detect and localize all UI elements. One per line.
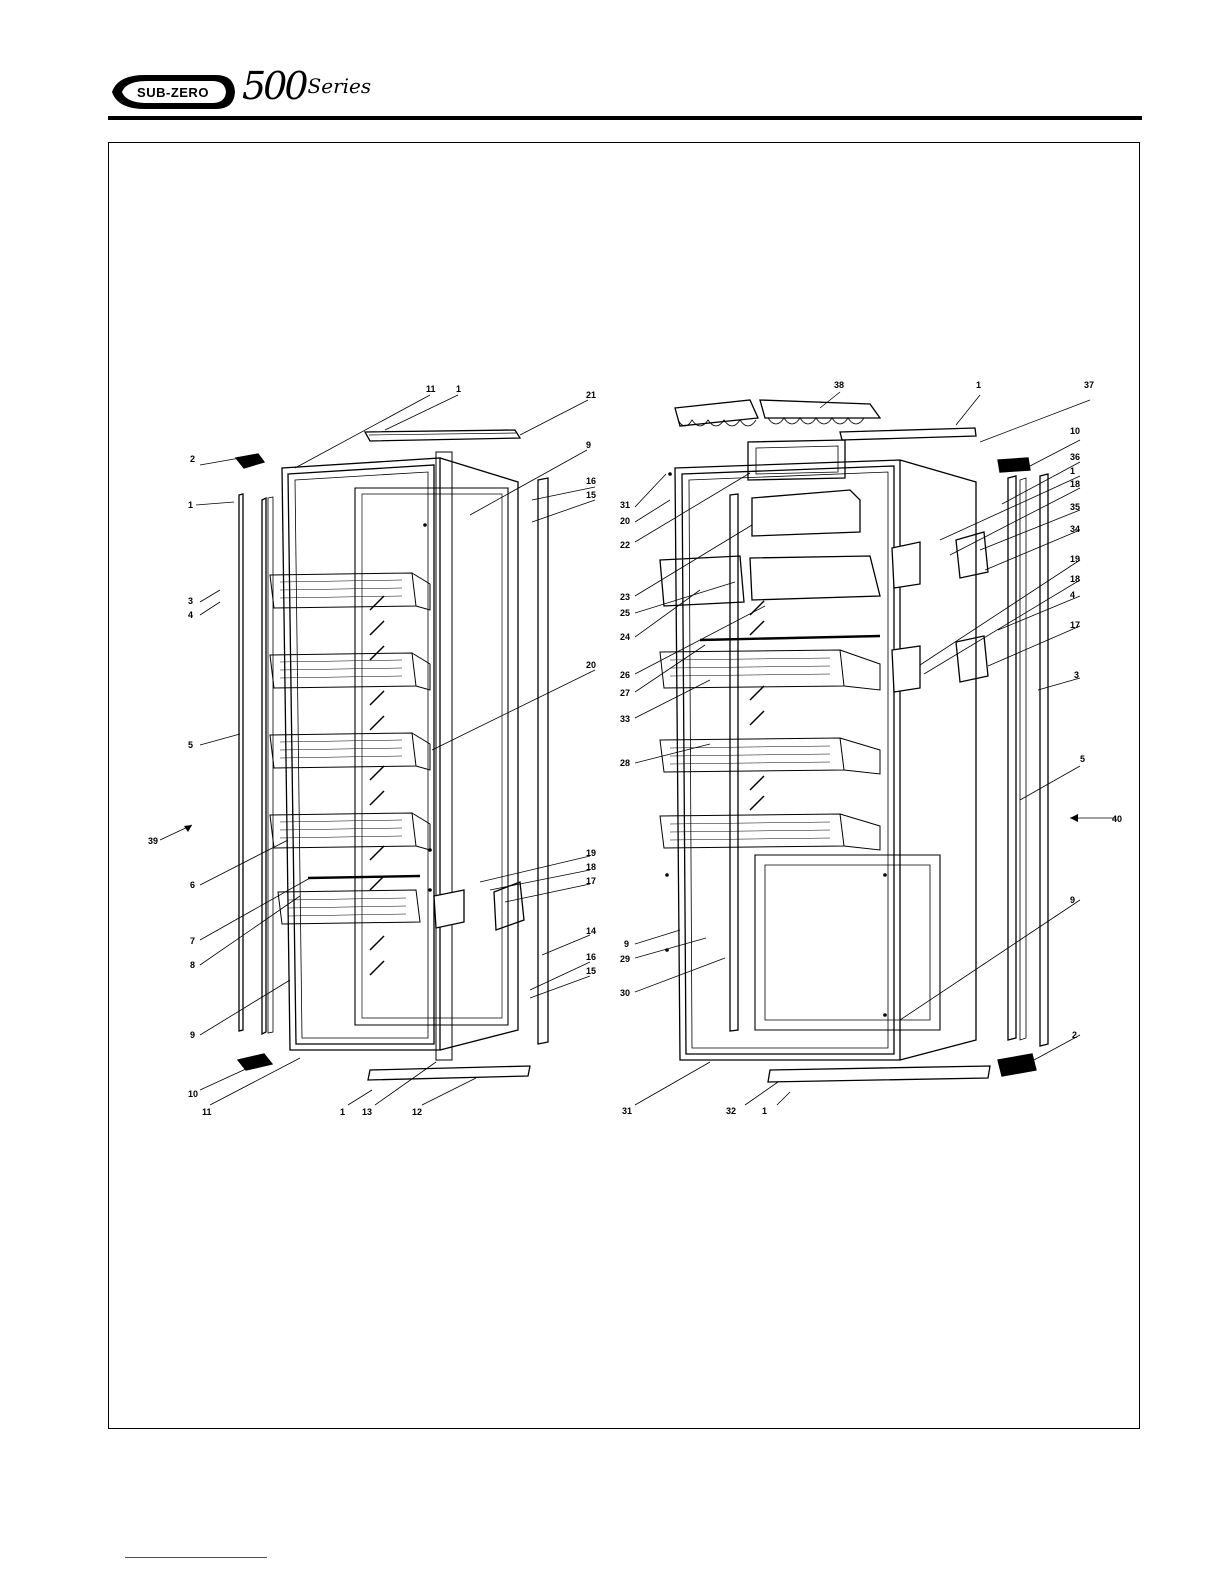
callout-l-12: 12 xyxy=(412,1107,422,1117)
callout-r-24: 24 xyxy=(620,632,630,642)
callout-r-29: 29 xyxy=(620,954,630,964)
callout-r-37: 37 xyxy=(1084,380,1094,390)
callout-r-1c: 1 xyxy=(762,1106,767,1116)
callout-l-16b: 16 xyxy=(586,952,596,962)
right-door-assembly xyxy=(660,400,1048,1082)
callout-l-17: 17 xyxy=(586,876,596,886)
callout-r-19: 19 xyxy=(1070,554,1080,564)
callout-l-5: 5 xyxy=(188,740,193,750)
callout-r-17: 17 xyxy=(1070,620,1080,630)
callout-l-1c: 1 xyxy=(340,1107,345,1117)
callout-l-1a: 1 xyxy=(456,384,461,394)
exploded-door-diagram: 11 1 21 2 9 16 15 1 3 4 20 5 39 19 18 17… xyxy=(140,370,1130,1130)
callout-r-34: 34 xyxy=(1070,524,1080,534)
callout-l-11a: 11 xyxy=(426,384,436,394)
callout-l-21: 21 xyxy=(586,390,596,400)
footer-link-underline[interactable] xyxy=(125,1557,267,1558)
callout-r-33: 33 xyxy=(620,714,630,724)
brand-name: SUB-ZERO xyxy=(108,72,238,112)
callout-r-32: 32 xyxy=(726,1106,736,1116)
callout-l-9b: 9 xyxy=(190,1030,195,1040)
header-rule xyxy=(108,116,1142,120)
leader-lines xyxy=(160,392,1115,1105)
callout-r-30: 30 xyxy=(620,988,630,998)
callout-l-11b: 11 xyxy=(202,1107,212,1117)
callout-r-26: 26 xyxy=(620,670,630,680)
callout-l-13: 13 xyxy=(362,1107,372,1117)
callout-r-1a: 1 xyxy=(976,380,981,390)
left-door-assembly xyxy=(236,430,548,1080)
callout-l-19: 19 xyxy=(586,848,596,858)
callout-r-2: 2 xyxy=(1072,1030,1077,1040)
callout-l-3: 3 xyxy=(188,596,193,606)
right-door-shelves xyxy=(660,650,880,850)
callout-l-15a: 15 xyxy=(586,490,596,500)
callout-l-1b: 1 xyxy=(188,500,193,510)
callout-r-18a: 18 xyxy=(1070,479,1080,489)
callout-r-25: 25 xyxy=(620,608,630,618)
callout-r-28: 28 xyxy=(620,758,630,768)
callout-r-9a: 9 xyxy=(1070,895,1075,905)
callout-r-20: 20 xyxy=(620,516,630,526)
callout-l-6: 6 xyxy=(190,880,195,890)
callout-l-8: 8 xyxy=(190,960,195,970)
callout-r-9b: 9 xyxy=(624,939,629,949)
callout-r-31a: 31 xyxy=(620,500,630,510)
callout-r-40: 40 xyxy=(1112,814,1122,824)
callout-l-16a: 16 xyxy=(586,476,596,486)
callout-l-39: 39 xyxy=(148,836,158,846)
callout-r-38: 38 xyxy=(834,380,844,390)
callout-r-35: 35 xyxy=(1070,502,1080,512)
callout-l-15b: 15 xyxy=(586,966,596,976)
callout-l-14: 14 xyxy=(586,926,596,936)
callout-r-22: 22 xyxy=(620,540,630,550)
callout-r-18b: 18 xyxy=(1070,574,1080,584)
callout-r-5: 5 xyxy=(1080,754,1085,764)
callout-r-31b: 31 xyxy=(622,1106,632,1116)
series-word: Series xyxy=(308,74,372,98)
callout-l-4: 4 xyxy=(188,610,193,620)
callout-r-3: 3 xyxy=(1074,670,1079,680)
series-number: 500 xyxy=(242,64,306,108)
callout-l-9a: 9 xyxy=(586,440,591,450)
callout-l-10: 10 xyxy=(188,1089,198,1099)
callout-l-20: 20 xyxy=(586,660,596,670)
callout-r-10: 10 xyxy=(1070,426,1080,436)
callout-l-2: 2 xyxy=(190,454,195,464)
callout-r-23: 23 xyxy=(620,592,630,602)
callout-l-18: 18 xyxy=(586,862,596,872)
callout-l-7: 7 xyxy=(190,936,195,946)
callout-r-27: 27 xyxy=(620,688,630,698)
callout-r-36: 36 xyxy=(1070,452,1080,462)
callout-r-4: 4 xyxy=(1070,590,1075,600)
callout-r-1b: 1 xyxy=(1070,466,1075,476)
